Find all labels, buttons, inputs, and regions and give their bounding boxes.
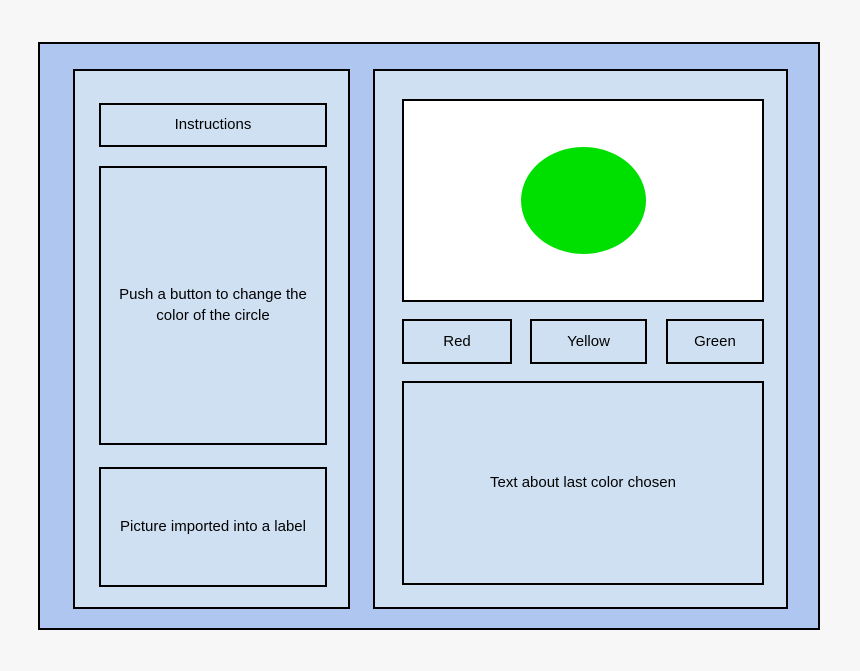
app-window: Instructions Push a button to change the… [38, 42, 820, 630]
status-text-label: Text about last color chosen [490, 473, 676, 491]
circle-canvas [402, 99, 764, 302]
yellow-button[interactable]: Yellow [530, 319, 647, 364]
yellow-button-label: Yellow [567, 333, 610, 350]
status-text-box: Text about last color chosen [402, 381, 764, 585]
instructions-header: Instructions [99, 103, 327, 147]
right-panel: Red Yellow Green Text about last color c… [373, 69, 788, 609]
color-circle [520, 147, 646, 254]
red-button[interactable]: Red [402, 319, 512, 364]
green-button[interactable]: Green [666, 319, 764, 364]
instructions-description-text: Push a button to change the color of the… [119, 286, 307, 324]
picture-label-text: Picture imported into a label [120, 517, 306, 535]
red-button-label: Red [443, 333, 471, 350]
green-button-label: Green [694, 333, 736, 350]
left-panel: Instructions Push a button to change the… [73, 69, 350, 609]
instructions-description-box: Push a button to change the color of the… [99, 166, 327, 445]
instructions-header-label: Instructions [174, 115, 252, 133]
picture-label-box: Picture imported into a label [99, 467, 327, 587]
